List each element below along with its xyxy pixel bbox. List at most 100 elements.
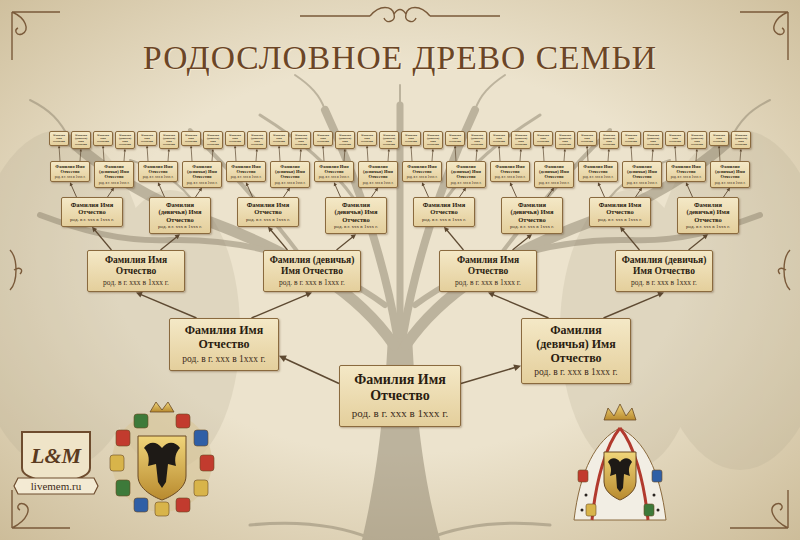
birth-text: род. в г. xxx в 1xxx г. [580, 175, 616, 179]
arrow-head [630, 146, 632, 149]
ancestor-box: Фамилия (девичья) Имя Отчествород. в г. … [263, 250, 361, 292]
ancestry-arrow [279, 356, 339, 384]
person-box: Фамилия Имя Отчество род. в г. xxx в 1xxx… [339, 365, 461, 427]
ancestor-box: Фамилия (девичья) Имя Отчество [555, 131, 575, 149]
name-text: Фамилия (девичья) Имя Отчество [272, 164, 308, 180]
ancestry-arrow [498, 146, 500, 161]
arrow-head [527, 234, 532, 239]
birth-text: род. в г. xxx в 1xxx г. [184, 181, 220, 185]
birth-text: род. в г. xxx в 1xxx г. [492, 175, 528, 179]
arrow-head [344, 149, 346, 152]
connector-line [548, 190, 553, 197]
ancestor-box: Фамилия Имя Отчество [445, 131, 465, 146]
ancestry-arrow [388, 149, 390, 161]
connector-line [337, 237, 353, 250]
ancestry-arrow [284, 188, 291, 197]
connector-line [247, 185, 252, 197]
ancestor-box: Фамилия Имя Отчествород. в г. xxx в 1xxx… [87, 250, 185, 292]
arrow-head [463, 188, 466, 192]
name-text: Фамилия (девичья) Имя Отчество [161, 134, 177, 147]
ancestor-box: Фамилия (девичья) Имя Отчествород. в г. … [182, 161, 222, 188]
connector-line [108, 190, 113, 197]
ancestor-box: Фамилия (девичья) Имя Отчество [599, 131, 619, 149]
connector-line [147, 148, 149, 161]
name-text: Фамилия Имя Отчество [416, 201, 472, 216]
ancestor-box: Фамилия (девичья) Имя Отчество [159, 131, 179, 149]
website-url: livemem.ru [31, 480, 81, 492]
arrow-head [70, 182, 73, 186]
arrow-head [375, 188, 378, 192]
birth-text: род. в г. xxx в 1xxx г. [152, 224, 208, 230]
name-text: Фамилия (девичья) Имя Отчество [360, 164, 396, 180]
ancestor-box: Фамилия Имя Отчество [533, 131, 553, 146]
birth-text: род. в г. xxx в 1xxx г. [592, 217, 648, 223]
name-text: Фамилия (девичья) Имя Отчество [117, 134, 133, 147]
logo-text: L&M [31, 443, 81, 469]
ancestor-box: Фамилия (девичья) Имя Отчество [291, 131, 311, 149]
ancestry-arrow [740, 149, 742, 161]
name-text: Фамилия Имя Отчество [344, 372, 457, 404]
birth-text: род. в г. xxx в 1xxx г. [618, 279, 709, 288]
ancestry-arrow [168, 149, 170, 161]
name-text: Фамилия Имя Отчество [447, 134, 463, 144]
ancestry-arrow [252, 292, 313, 318]
arrow-head [410, 146, 412, 149]
ancestry-arrow [146, 146, 148, 161]
name-text: Фамилия Имя Отчество [535, 134, 551, 144]
ancestry-arrow [196, 188, 203, 197]
arrow-head [686, 182, 689, 186]
arrow-head [268, 227, 273, 232]
connector-line [124, 151, 126, 161]
ancestry-arrow [410, 146, 412, 161]
connector-line [423, 185, 428, 197]
connector-line [631, 148, 633, 161]
ancestor-box: Фамилия Имя Отчество [621, 131, 641, 146]
ancestry-arrow [92, 227, 112, 250]
ancestor-box: Фамилия Имя Отчество [665, 131, 685, 146]
connector-line [344, 151, 346, 161]
ancestor-box: Фамилия (девичья) Имя Отчество [335, 131, 355, 149]
birth-text: род. в г. xxx в 1xxx г. [525, 367, 627, 378]
ancestry-arrow [608, 149, 610, 161]
ancestry-arrow [322, 146, 324, 161]
connector-line [675, 148, 677, 161]
arrow-head [454, 146, 456, 149]
arrow-head [498, 146, 500, 149]
name-text: Фамилия Имя Отчество [579, 134, 595, 144]
ancestor-box: Фамилия (девичья) Имя Отчество [731, 131, 751, 149]
connector-line [367, 148, 369, 161]
name-text: Фамилия Имя Отчество [271, 134, 287, 144]
ancestor-box: Фамилия (девичья) Имя Отчествород. в г. … [710, 161, 750, 188]
ancestor-box: Фамилия Имя Отчествород. в г. xxx в 1xxx… [50, 161, 90, 182]
ancestry-arrow [190, 146, 192, 161]
name-text: Фамилия (девичья) Имя Отчество [184, 164, 220, 180]
name-text: Фамилия Имя Отчество [315, 134, 331, 144]
ancestry-arrow [652, 149, 654, 161]
connector-line [300, 151, 302, 161]
name-text: Фамилия (девичья) Имя Отчество [96, 164, 132, 180]
name-text: Фамилия (девичья) Имя Отчество [624, 164, 660, 180]
ancestry-arrow [337, 234, 357, 250]
connector-line [284, 190, 289, 197]
ancestor-box: Фамилия (девичья) Имя Отчествород. в г. … [622, 161, 662, 188]
birth-text: род. в г. xxx в 1xxx г. [680, 224, 736, 230]
name-text: Фамилия (девичья) Имя Отчество [337, 134, 353, 147]
ancestry-arrow [278, 146, 280, 161]
arrow-head [740, 149, 742, 152]
ancestor-box: Фамилия Имя Отчествород. в г. xxx в 1xxx… [237, 197, 299, 227]
birth-text: род. в г. xxx в 1xxx г. [344, 407, 457, 420]
connector-line [724, 190, 729, 197]
ancestor-box: Фамилия Имя Отчество [489, 131, 509, 146]
connector-line [279, 148, 281, 161]
ancestry-arrow [476, 149, 478, 161]
birth-text: род. в г. xxx в 1xxx г. [668, 175, 704, 179]
ancestor-box: Фамилия (девичья) Имя Отчествород. в г. … [534, 161, 574, 188]
name-text: Фамилия (девичья) Имя Отчество [680, 201, 736, 223]
coat-of-arms [110, 402, 214, 516]
ancestry-arrow [630, 146, 632, 161]
connector-line [636, 190, 641, 197]
connector-line [161, 237, 177, 250]
ancestry-arrow [586, 146, 588, 161]
connector-line [499, 148, 501, 161]
